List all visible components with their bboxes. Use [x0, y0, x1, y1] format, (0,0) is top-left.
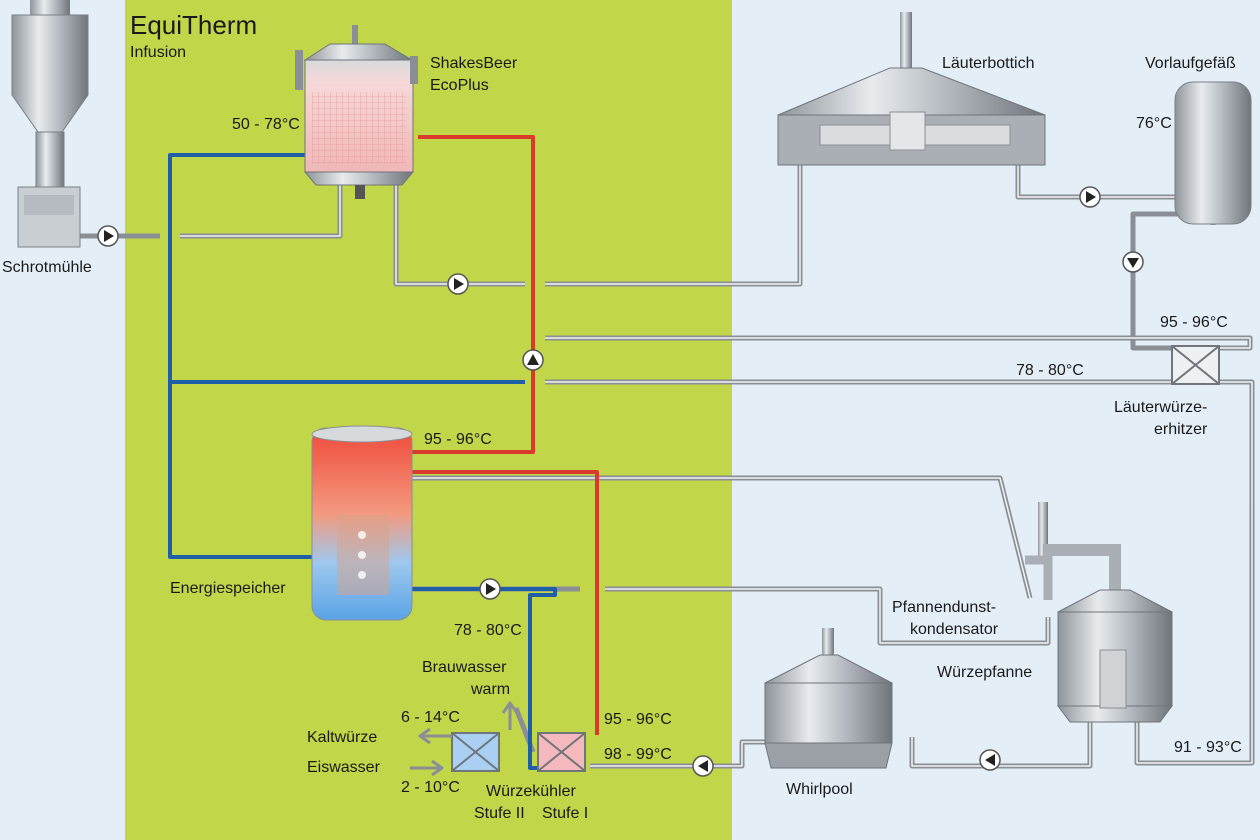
whirlpool-label: Whirlpool	[786, 781, 853, 798]
schrotmuehle-illustration	[11, 0, 89, 248]
kaltwuerze-label: Kaltwürze	[307, 729, 378, 746]
temp-mash: 50 - 78°C	[232, 116, 300, 133]
equitherm-zone	[125, 0, 732, 840]
temp-cooler-hot: 95 - 96°C	[604, 711, 672, 728]
brauwasser-label-line1: Brauwasser	[422, 659, 507, 676]
temp-kaltwuerze: 6 - 14°C	[401, 709, 460, 726]
pump-icon	[479, 578, 501, 600]
cooler-flow-arrows	[410, 701, 519, 777]
cold-water-lines	[168, 153, 557, 770]
laeuterbottich-label: Läuterbottich	[942, 55, 1035, 72]
temp-heater-return: 78 - 80°C	[1016, 362, 1084, 379]
eiswasser-label: Eiswasser	[307, 759, 380, 776]
laeuterwuerze-erhitzer-heat-exchanger	[1171, 345, 1220, 385]
diagram-title: EquiTherm	[130, 10, 258, 40]
pump-icon	[979, 749, 1001, 771]
temp-kettle: 91 - 93°C	[1174, 739, 1242, 756]
shakesbeer-label-line2: EcoPlus	[430, 77, 489, 94]
temp-heater-hot: 95 - 96°C	[1160, 314, 1228, 331]
diagram-subtitle: Infusion	[130, 44, 187, 61]
temp-eiswasser: 2 - 10°C	[401, 779, 460, 796]
vorlaufgefaess-label: Vorlaufgefäß	[1145, 55, 1236, 72]
pump-icon	[447, 273, 469, 295]
pfannendunst-label-line2: kondensator	[910, 621, 999, 638]
pump-icon	[522, 349, 544, 371]
wuerzekuehler-stufe2-heat-exchanger	[451, 732, 500, 772]
wuerzepfanne-label: Würzepfanne	[937, 664, 1033, 681]
wuerzepfanne-illustration	[1025, 502, 1173, 723]
temp-storage-bottom: 78 - 80°C	[454, 622, 522, 639]
pump-icon	[97, 225, 119, 247]
pfannendunst-label-line1: Pfannendunst-	[892, 599, 997, 616]
energiespeicher-illustration	[311, 425, 413, 621]
temp-storage-top: 95 - 96°C	[424, 431, 492, 448]
pump-icon	[692, 755, 714, 777]
vorlaufgefaess-illustration	[1174, 81, 1252, 225]
stufe2-label: Stufe II	[474, 805, 525, 822]
laeuterwuerze-erhitzer-label-line1: Läuterwürze-	[1114, 399, 1208, 416]
brauwasser-label-line2: warm	[471, 681, 511, 698]
wuerzekuehler-stufe1-heat-exchanger	[537, 732, 586, 772]
pump-icon	[1079, 186, 1101, 208]
hot-water-lines	[412, 135, 599, 735]
laeuterbottich-illustration	[777, 12, 1046, 166]
shakesbeer-label-line1: ShakesBeer	[430, 55, 518, 72]
pump-icon	[1122, 251, 1144, 273]
wuerzekuehler-label: Würzekühler	[486, 783, 576, 800]
energiespeicher-label: Energiespeicher	[170, 580, 286, 597]
temp-vorlauf: 76°C	[1136, 115, 1172, 132]
temp-cooler-wort: 98 - 99°C	[604, 746, 672, 763]
whirlpool-illustration	[764, 628, 893, 769]
shakesbeer-illustration	[295, 25, 418, 199]
laeuterwuerze-erhitzer-label-line2: erhitzer	[1154, 421, 1208, 438]
stufe1-label: Stufe I	[542, 805, 589, 822]
schrotmuehle-label: Schrotmühle	[2, 259, 92, 276]
